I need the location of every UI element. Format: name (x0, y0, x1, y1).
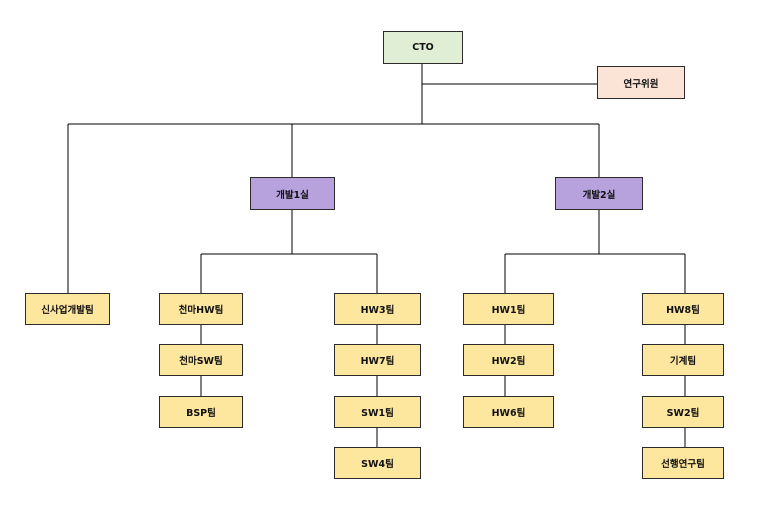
node-d2a-2: HW6팀 (463, 396, 554, 428)
node-d2b-1: 기계팀 (642, 344, 724, 376)
node-d1b-3: SW4팀 (334, 447, 421, 479)
node-d1a-2: BSP팀 (159, 396, 243, 428)
node-d1b-1: HW7팀 (334, 344, 421, 376)
node-d1b-0: HW3팀 (334, 293, 421, 325)
node-cto: CTO (383, 31, 463, 64)
node-d2b-2: SW2팀 (642, 396, 724, 428)
node-d1a-0: 천마HW팀 (159, 293, 243, 325)
node-d1b-2: SW1팀 (334, 396, 421, 428)
node-research-committee: 연구위원 (597, 66, 685, 99)
node-d2a-1: HW2팀 (463, 344, 554, 376)
node-d2a-0: HW1팀 (463, 293, 554, 325)
node-new-business-team: 신사업개발팀 (25, 293, 110, 325)
node-d2b-3: 선행연구팀 (642, 447, 724, 479)
node-dept2: 개발2실 (555, 177, 643, 210)
node-dept1: 개발1실 (250, 177, 335, 210)
node-d2b-0: HW8팀 (642, 293, 724, 325)
node-d1a-1: 천마SW팀 (159, 344, 243, 376)
